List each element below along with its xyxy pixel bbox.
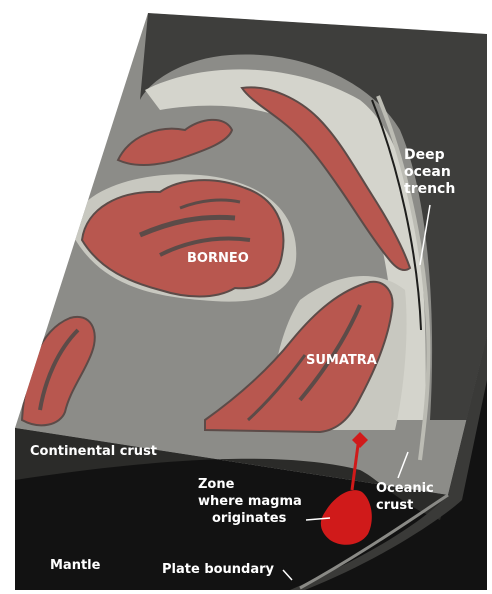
label-plate-boundary: Plate boundary: [162, 562, 275, 577]
label-deep-ocean-trench: Deep ocean trench: [404, 147, 456, 197]
label-continental-crust: Continental crust: [30, 444, 157, 459]
label-sumatra: SUMATRA: [306, 353, 377, 368]
label-mantle: Mantle: [50, 558, 101, 573]
label-borneo: BORNEO: [187, 251, 249, 266]
